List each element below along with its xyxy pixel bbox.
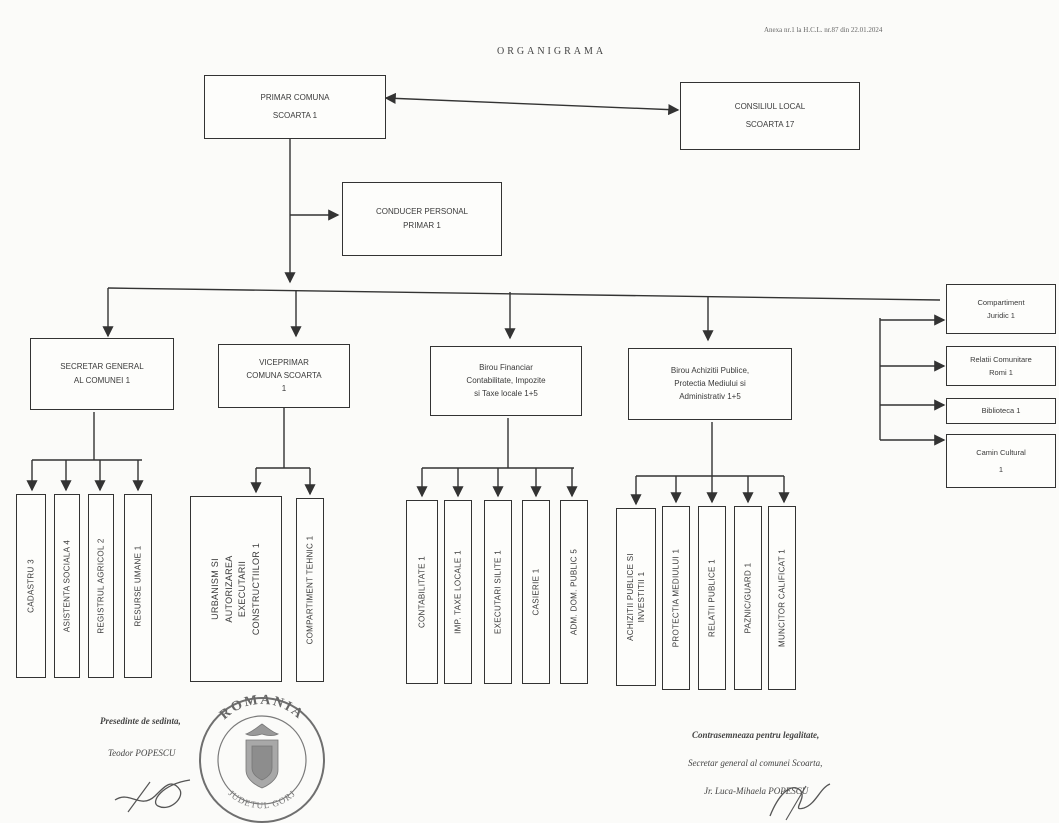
box-viceprimar-line2: COMUNA SCOARTA xyxy=(246,371,322,380)
unit-impozite-label: IMP. TAXE LOCALE 1 xyxy=(453,550,463,634)
box-relatii-line1: Relatii Comunitare xyxy=(970,355,1032,365)
box-biblioteca: Biblioteca 1 xyxy=(946,398,1056,424)
coat-of-arms-icon xyxy=(244,723,280,789)
stamp-top-text: ROMANIA xyxy=(217,693,305,723)
unit-registrul-label: REGISTRUL AGRICOL 2 xyxy=(96,538,106,634)
box-viceprimar: VICEPRIMAR COMUNA SCOARTA 1 xyxy=(218,344,350,408)
handwritten-signature-right xyxy=(769,783,831,821)
unit-urbanism-line1: URBANISM SI xyxy=(210,558,220,620)
box-viceprimar-line3: 1 xyxy=(281,384,287,393)
unit-achizitii-investitii: ACHIZITII PUBLICE SI INVESTITII 1 xyxy=(616,508,656,686)
box-achizitii-line3: Administrativ 1+5 xyxy=(679,392,741,401)
box-primar: PRIMAR COMUNA SCOARTA 1 xyxy=(204,75,386,139)
box-biblioteca-label: Biblioteca 1 xyxy=(981,406,1021,416)
signature-right-subtitle: Secretar general al comunei Scoarta, xyxy=(688,758,823,768)
unit-adm-dom-public: ADM. DOM. PUBLIC 5 xyxy=(560,500,588,684)
unit-muncitor-calificat: MUNCITOR CALIFICAT 1 xyxy=(768,506,796,690)
box-consiliu-line2: SCOARTA 17 xyxy=(745,120,795,129)
signature-left-name: Teodor POPESCU xyxy=(108,748,176,758)
unit-executari-silite: EXECUTARI SILITE 1 xyxy=(484,500,512,684)
signature-left-role: Presedinte de sedinta, xyxy=(100,716,181,726)
unit-urbanism-line4: CONSTRUCTIILOR 1 xyxy=(250,542,261,636)
unit-paznic-guard: PAZNIC/GUARD 1 xyxy=(734,506,762,690)
unit-registrul-agricol: REGISTRUL AGRICOL 2 xyxy=(88,494,114,678)
box-achizitii-line1: Birou Achizitii Publice, xyxy=(670,366,750,375)
unit-casierie-label: CASIERIE 1 xyxy=(531,568,541,616)
box-achizitii-line2: Protectia Mediului si xyxy=(674,379,746,388)
box-consiliu-line1: CONSILIUL LOCAL xyxy=(734,102,806,111)
box-juridic-line1: Compartiment xyxy=(977,297,1025,307)
unit-paznic-label: PAZNIC/GUARD 1 xyxy=(743,562,753,634)
svg-text:JUDETUL GORJ: JUDETUL GORJ xyxy=(226,788,297,810)
handwritten-signature-left xyxy=(114,779,191,813)
unit-achizitii-line1: ACHIZITII PUBLICE SI xyxy=(625,553,635,641)
box-cabinet-line1: CONDUCER PERSONAL xyxy=(375,207,468,216)
box-viceprimar-line1: VICEPRIMAR xyxy=(259,358,309,367)
unit-protectia-label: PROTECTIA MEDIULUI 1 xyxy=(671,548,681,648)
box-camin-line2: 1 xyxy=(998,465,1004,474)
box-primar-line2: SCOARTA 1 xyxy=(272,111,318,120)
signature-right-role: Contrasemneaza pentru legalitate, xyxy=(692,730,820,740)
unit-protectia-mediului: PROTECTIA MEDIULUI 1 xyxy=(662,506,690,690)
box-secretar-line2: AL COMUNEI 1 xyxy=(73,376,131,385)
box-cabinet-line2: PRIMAR 1 xyxy=(403,221,441,230)
unit-relatii-publice: RELATII PUBLICE 1 xyxy=(698,506,726,690)
unit-asistenta-sociala: ASISTENTA SOCIALA 4 xyxy=(54,494,80,678)
unit-muncitor-label: MUNCITOR CALIFICAT 1 xyxy=(777,548,787,648)
box-relatii-line2: Romi 1 xyxy=(989,367,1013,377)
unit-urbanism-line2: AUTORIZAREA xyxy=(223,555,234,623)
box-compartiment-juridic: Compartiment Juridic 1 xyxy=(946,284,1056,334)
box-financiar-line1: Birou Financiar xyxy=(479,363,533,372)
unit-cadastru-label: CADASTRU 3 xyxy=(26,559,36,613)
box-cabinet: CONDUCER PERSONAL PRIMAR 1 xyxy=(342,182,502,256)
box-secretar-line1: SECRETAR GENERAL xyxy=(60,362,144,371)
box-financiar-line2: Contabilitate, Impozite xyxy=(466,376,546,385)
box-birou-achizitii: Birou Achizitii Publice, Protectia Mediu… xyxy=(628,348,792,420)
unit-resurse-umane: RESURSE UMANE 1 xyxy=(124,494,152,678)
unit-achizitii-line2: INVESTITII 1 xyxy=(637,571,646,623)
unit-tehnic-label: COMPARTIMENT TEHNIC 1 xyxy=(305,535,315,645)
unit-urbanism: URBANISM SI AUTORIZAREA EXECUTARII CONST… xyxy=(190,496,282,682)
unit-cadastru: CADASTRU 3 xyxy=(16,494,46,678)
unit-contabilitate: CONTABILITATE 1 xyxy=(406,500,438,684)
unit-relatii-publice-label: RELATII PUBLICE 1 xyxy=(707,559,717,637)
annex-note: Anexa nr.1 la H.C.L. nr.87 din 22.01.202… xyxy=(764,26,883,34)
official-stamp: ROMANIA JUDETUL GORJ xyxy=(199,693,325,823)
svg-text:ROMANIA: ROMANIA xyxy=(217,693,307,723)
unit-adm-label: ADM. DOM. PUBLIC 5 xyxy=(569,548,579,636)
unit-urbanism-label: URBANISM SI AUTORIZAREA EXECUTARII CONST… xyxy=(209,543,263,635)
box-primar-line1: PRIMAR COMUNA xyxy=(260,93,330,102)
box-financiar-line3: si Taxe locale 1+5 xyxy=(474,389,538,398)
unit-contabilitate-label: CONTABILITATE 1 xyxy=(417,555,427,629)
unit-executari-label: EXECUTARI SILITE 1 xyxy=(493,550,503,634)
unit-resurse-label: RESURSE UMANE 1 xyxy=(133,545,143,627)
box-secretar-general: SECRETAR GENERAL AL COMUNEI 1 xyxy=(30,338,174,410)
unit-asistenta-label: ASISTENTA SOCIALA 4 xyxy=(62,539,72,633)
chart-title: ORGANIGRAMA xyxy=(497,46,607,57)
unit-urbanism-line3: EXECUTARII xyxy=(237,560,247,618)
unit-compartiment-tehnic: COMPARTIMENT TEHNIC 1 xyxy=(296,498,324,682)
box-camin-cultural: Camin Cultural 1 xyxy=(946,434,1056,488)
unit-casierie: CASIERIE 1 xyxy=(522,500,550,684)
box-birou-financiar: Birou Financiar Contabilitate, Impozite … xyxy=(430,346,582,416)
unit-impozite-taxe: IMP. TAXE LOCALE 1 xyxy=(444,500,472,684)
box-relatii-comunitare: Relatii Comunitare Romi 1 xyxy=(946,346,1056,386)
box-consiliu-local: CONSILIUL LOCAL SCOARTA 17 xyxy=(680,82,860,150)
unit-achizitii-label: ACHIZITII PUBLICE SI INVESTITII 1 xyxy=(625,553,647,641)
box-camin-line1: Camin Cultural xyxy=(976,447,1026,457)
signature-right-name: Jr. Luca-Mihaela POPESCU xyxy=(704,786,809,796)
stamp-bottom-text: JUDETUL GORJ xyxy=(226,788,296,810)
box-juridic-line2: Juridic 1 xyxy=(987,311,1015,320)
